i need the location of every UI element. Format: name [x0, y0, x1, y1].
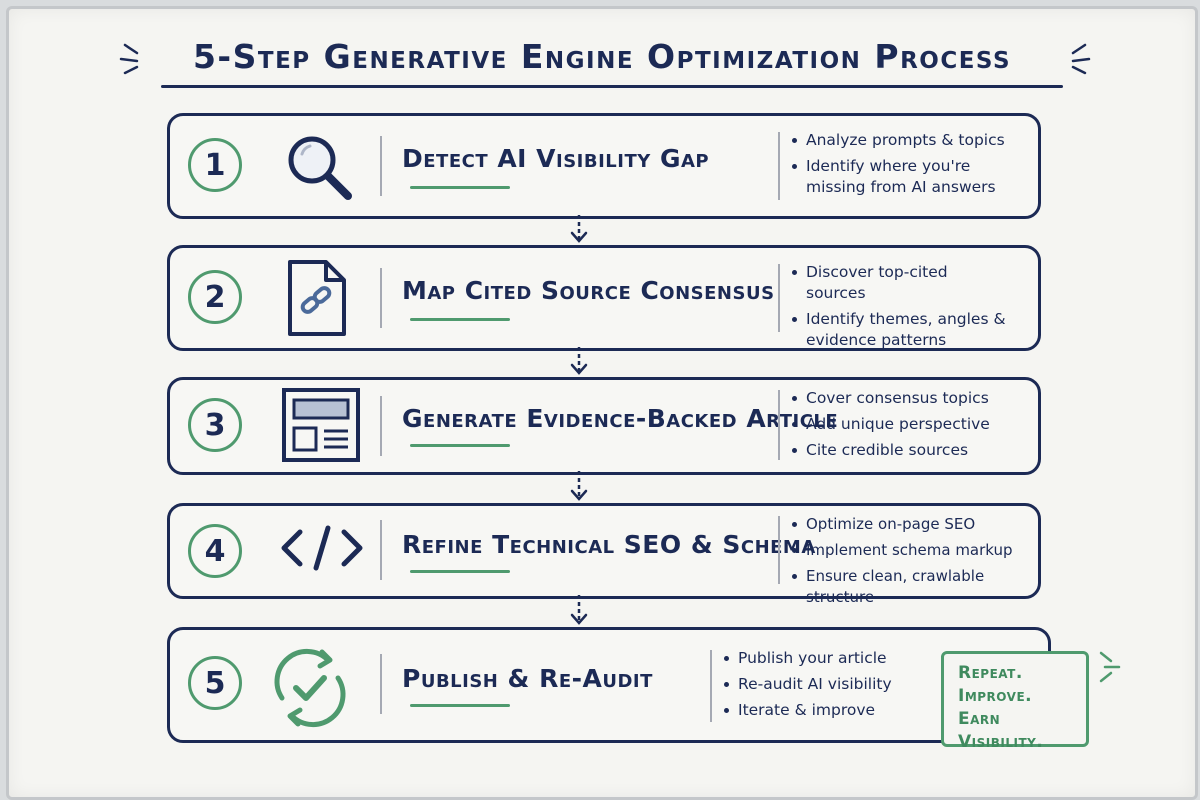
magnifying-glass-icon: [288, 136, 352, 200]
title-underline: [161, 85, 1063, 88]
title-accent: [410, 318, 510, 321]
step-title: Map Cited Source Consensus: [402, 276, 775, 305]
title-accent: [410, 444, 510, 447]
bullet-item: Ensure clean, crawlable structure: [792, 566, 1032, 608]
divider: [778, 390, 780, 460]
step-bullets: Discover top-cited sources Identify them…: [792, 262, 1012, 356]
whiteboard: 5-Step Generative Engine Optimization Pr…: [6, 6, 1198, 800]
code-brackets-icon: [281, 525, 363, 571]
arrow-down-icon: [570, 215, 588, 243]
step-3-card: 3 Generate Evidence-Backed Article Cover…: [167, 377, 1041, 475]
step-4-card: 4 Refine Technical SEO & Schema Optimize…: [167, 503, 1041, 606]
divider: [380, 136, 382, 196]
step-number: 1: [188, 138, 242, 192]
bullet-item: Cover consensus topics: [792, 388, 1012, 409]
step-title: Publish & Re-Audit: [402, 664, 653, 693]
divider: [380, 654, 382, 714]
callout-line: Repeat.: [958, 663, 1023, 683]
step-number: 2: [188, 270, 242, 324]
divider: [710, 650, 712, 722]
title-accent: [410, 570, 510, 573]
divider: [778, 132, 780, 200]
article-layout-icon: [282, 388, 360, 462]
step-bullets: Publish your article Re-audit AI visibil…: [724, 648, 924, 726]
step-bullets: Cover consensus topics Add unique perspe…: [792, 388, 1012, 466]
bullet-item: Iterate & improve: [724, 700, 924, 721]
step-number: 4: [188, 524, 242, 578]
title-accent: [410, 186, 510, 189]
divider: [778, 264, 780, 332]
bullet-item: Analyze prompts & topics: [792, 130, 1012, 151]
divider: [380, 268, 382, 328]
linked-document-icon: [288, 260, 346, 336]
bullet-item: Add unique perspective: [792, 414, 1012, 435]
step-bullets: Analyze prompts & topics Identify where …: [792, 130, 1012, 203]
bullet-item: Publish your article: [724, 648, 924, 669]
step-1-card: 1 Detect AI Visibility Gap Analyze promp…: [167, 113, 1041, 219]
divider: [778, 516, 780, 584]
refresh-check-icon: [274, 648, 346, 728]
callout-line: Earn Visibility.: [958, 709, 1044, 752]
step-title: Generate Evidence-Backed Article: [402, 404, 839, 433]
step-5-card: 5 Publish & Re-Audit Publish your articl…: [167, 627, 1051, 743]
step-number: 3: [188, 398, 242, 452]
step-2-card: 2 Map Cited Source Consensus Discover to…: [167, 245, 1041, 351]
sparkle-left-icon: [119, 43, 139, 75]
title-accent: [410, 704, 510, 707]
sparkle-right-icon: [1071, 43, 1091, 75]
repeat-callout: Repeat. Improve. Earn Visibility.: [941, 651, 1089, 752]
bullet-item: Re-audit AI visibility: [724, 674, 924, 695]
page-title: 5-Step Generative Engine Optimization Pr…: [192, 37, 1012, 76]
bullet-item: Identify where you're missing from AI an…: [792, 156, 1012, 198]
bullet-item: Optimize on-page SEO: [792, 514, 1032, 535]
arrow-down-icon: [570, 347, 588, 375]
step-title: Detect AI Visibility Gap: [402, 144, 710, 173]
bullet-item: Discover top-cited sources: [792, 262, 1012, 304]
bullet-item: Identify themes, angles & evidence patte…: [792, 309, 1012, 351]
callout-sparkle-icon: [1099, 651, 1121, 683]
step-title: Refine Technical SEO & Schema: [402, 530, 816, 559]
arrow-down-icon: [570, 471, 588, 501]
divider: [380, 520, 382, 580]
bullet-item: Implement schema markup: [792, 540, 1032, 561]
callout-line: Improve.: [958, 686, 1033, 706]
divider: [380, 396, 382, 456]
step-number: 5: [188, 656, 242, 710]
bullet-item: Cite credible sources: [792, 440, 1012, 461]
arrow-down-icon: [570, 595, 588, 625]
step-bullets: Optimize on-page SEO Implement schema ma…: [792, 514, 1032, 613]
